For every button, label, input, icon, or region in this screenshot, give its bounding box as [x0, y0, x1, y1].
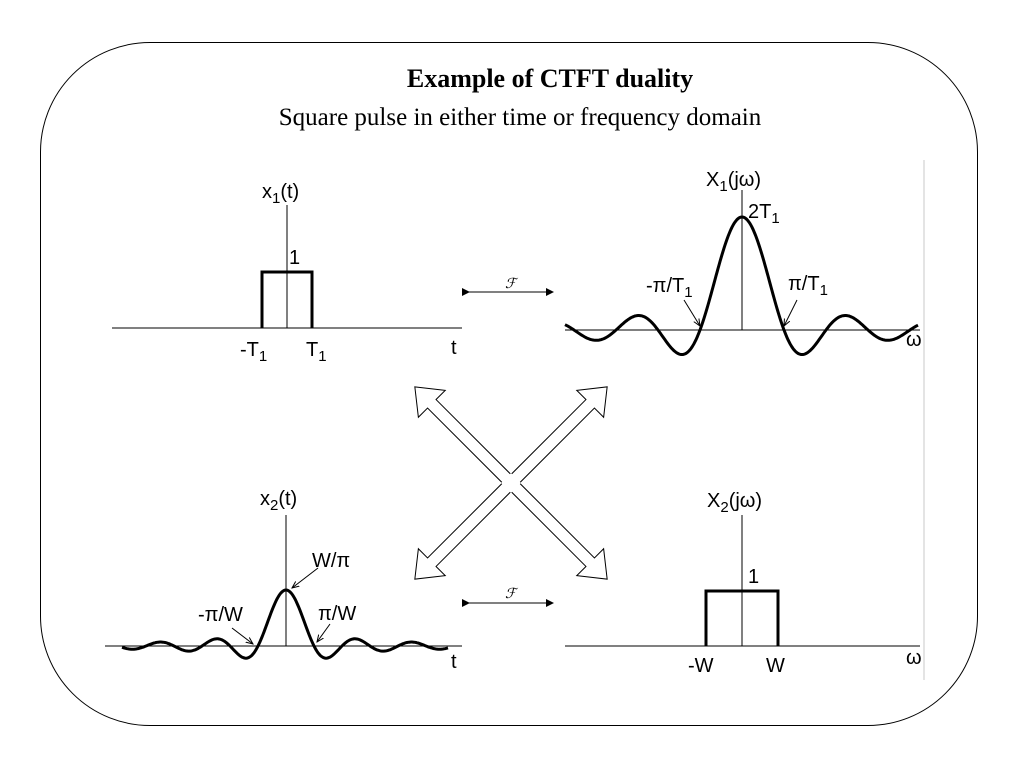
fourier-symbol: ℱ	[505, 277, 519, 292]
x2-peak-label: W/π	[312, 550, 350, 572]
X1-ylabel: X1(jω)	[706, 169, 761, 195]
x1-height-label: 1	[289, 247, 300, 269]
x2-neg-zero-label: -π/W	[198, 604, 243, 626]
X1-pos-zero-pointer	[784, 299, 798, 326]
x1-axis-label: t	[451, 337, 457, 359]
x1-neg-edge-label: -T1	[240, 339, 267, 365]
slide-subtitle: Square pulse in either time or frequency…	[278, 104, 762, 131]
duality-cross-arrows	[414, 386, 608, 580]
X2-axis-label: ω	[906, 647, 922, 669]
X1-peak-label: 2T1	[748, 201, 780, 227]
panel-X2: X2(jω) 1 -W W ω	[565, 490, 922, 677]
x2-peak-pointer	[292, 567, 319, 588]
X1-neg-zero-label: -π/T1	[646, 275, 693, 301]
X2-pulse	[704, 589, 780, 646]
panel-X1: X1(jω) 2T1 -π/T1 π/T1 ω	[564, 169, 922, 356]
x1-pos-edge-label: T1	[306, 339, 327, 365]
panel-x2: x2(t) W/π -π/W π/W t	[105, 488, 462, 673]
x2-sinc-curve	[121, 588, 449, 660]
X2-ylabel: X2(jω)	[707, 490, 762, 516]
slide-title: Example of CTFT duality	[406, 64, 694, 93]
x2-pos-zero-pointer	[317, 623, 331, 642]
panel-x1: x1(t) 1 -T1 T1 t	[112, 181, 462, 365]
x1-ylabel: x1(t)	[262, 181, 299, 207]
x2-neg-zero-pointer	[231, 627, 253, 644]
x2-ylabel: x2(t)	[260, 488, 297, 514]
slide-frame	[40, 42, 978, 726]
X1-sinc-curve	[564, 215, 919, 356]
x2-axis-label: t	[451, 651, 457, 673]
X1-axis-label: ω	[906, 329, 922, 351]
x1-pulse	[260, 270, 314, 328]
X2-pos-edge-label: W	[766, 655, 785, 677]
fourier-symbol: ℱ	[505, 587, 519, 602]
transform-arrow-bottom: ℱ	[462, 587, 554, 607]
x2-pos-zero-label: π/W	[318, 603, 356, 625]
X2-neg-edge-label: -W	[688, 655, 714, 677]
X1-neg-zero-pointer	[683, 299, 700, 326]
X2-height-label: 1	[748, 566, 759, 588]
X1-pos-zero-label: π/T1	[788, 273, 828, 299]
transform-arrow-top: ℱ	[462, 277, 554, 296]
